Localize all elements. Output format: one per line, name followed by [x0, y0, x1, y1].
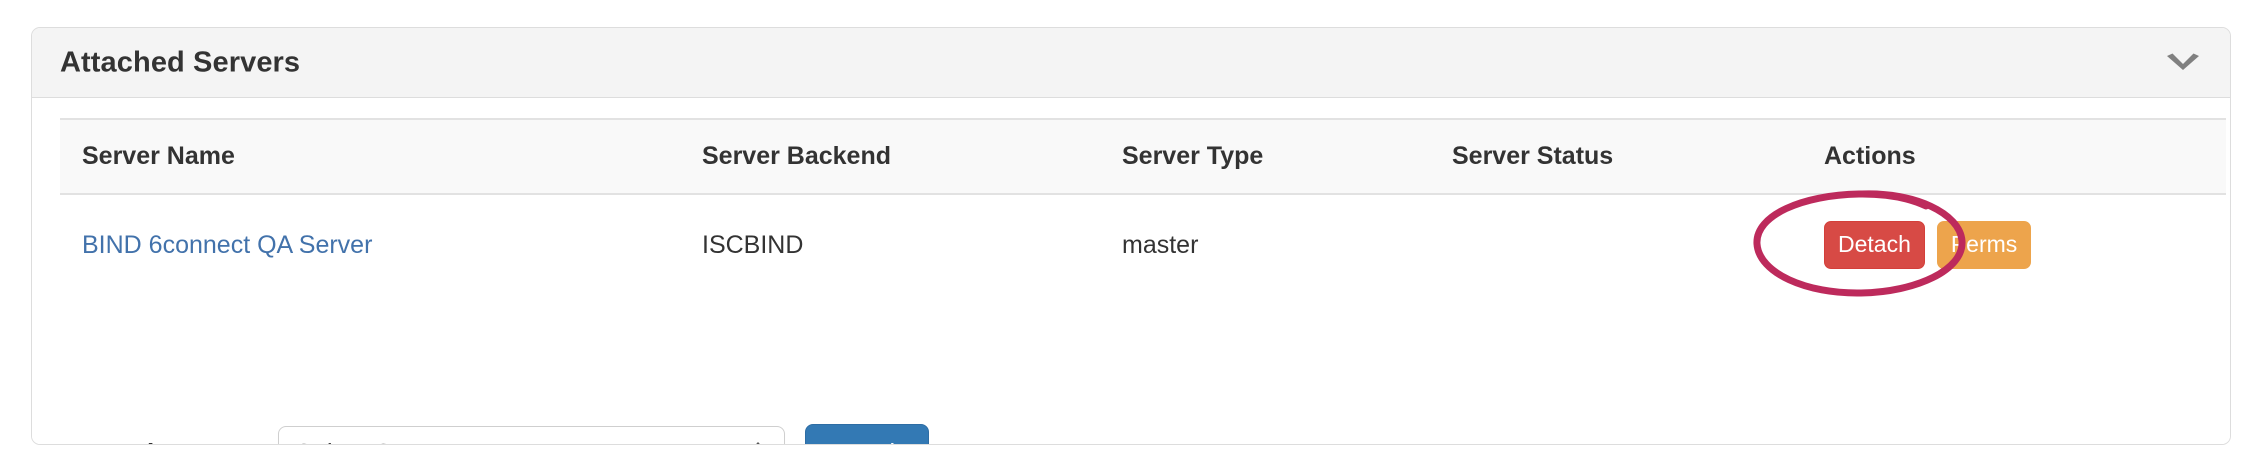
server-select[interactable]: Select Server [278, 425, 786, 444]
attach-server-form: Attach server : Select Server Attach [82, 424, 929, 444]
attach-button[interactable]: Attach [805, 424, 929, 444]
perms-button[interactable]: Perms [1936, 221, 2032, 269]
panel-body: Server Name Server Backend Server Type S… [32, 98, 2230, 444]
attach-server-label: Attach server : [82, 438, 264, 444]
column-header-server-backend: Server Backend [702, 142, 892, 170]
cell-server-status [1452, 194, 1824, 295]
page-title: Attached Servers [60, 46, 301, 78]
chevron-down-icon [2163, 51, 2203, 75]
cell-actions: Detach Perms [1753, 190, 2226, 297]
attached-servers-panel: Attached Servers Server Name Server Back… [31, 27, 2231, 445]
server-name-link[interactable]: BIND 6connect QA Server [82, 230, 373, 259]
column-header-server-status: Server Status [1452, 142, 1614, 170]
cell-server-backend: ISCBIND [702, 230, 804, 259]
server-select-value: Select Server [279, 438, 451, 444]
panel-heading: Attached Servers [32, 28, 2230, 98]
panel-collapse-toggle[interactable] [2160, 43, 2206, 83]
table-header: Server Name Server Backend Server Type S… [60, 119, 2226, 194]
cell-server-name: BIND 6connect QA Server [60, 194, 702, 295]
table-row: BIND 6connect QA Server ISCBIND master [60, 190, 2226, 297]
table-body: BIND 6connect QA Server ISCBIND master [60, 190, 2226, 297]
column-header-server-name: Server Name [82, 142, 235, 170]
detach-button[interactable]: Detach [1824, 221, 1925, 269]
chevron-up-icon [749, 441, 768, 444]
attached-servers-table: Server Name Server Backend Server Type S… [60, 118, 2226, 297]
cell-server-type: master [1122, 230, 1199, 259]
column-header-server-type: Server Type [1122, 142, 1264, 170]
table-header-row: Server Name Server Backend Server Type S… [60, 119, 2226, 194]
select-stepper-icon [748, 437, 768, 444]
column-header-actions: Actions [1824, 142, 1916, 170]
